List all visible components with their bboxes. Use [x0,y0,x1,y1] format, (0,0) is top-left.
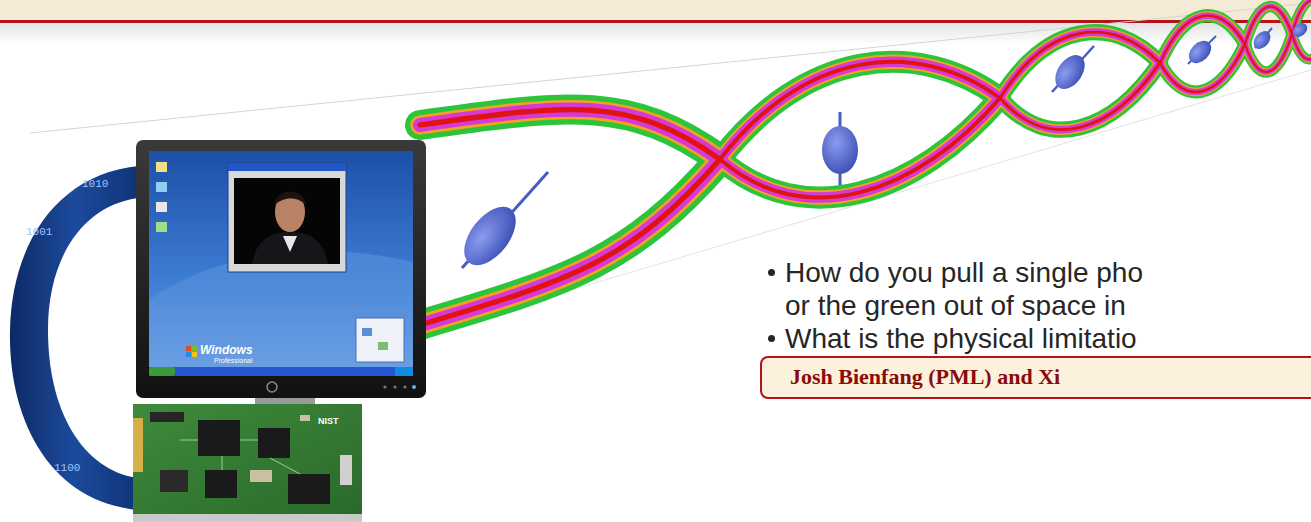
photon [822,126,858,174]
board-bracket [133,514,362,522]
binary-digits-holder: 1001 [26,226,52,238]
header-pins [150,412,184,422]
desktop-icon [156,222,167,232]
chip [205,470,237,498]
pcb [133,404,362,516]
monitor-button [393,385,396,388]
binary-digits: 1001 [26,226,52,238]
photon [1049,50,1090,95]
photon-group [454,20,1310,274]
binary-digits-holder: 1100 [54,462,80,474]
eye-trace [720,98,1000,198]
video-area [234,178,340,264]
binary-digits: 1010 [82,178,108,190]
chip [258,428,290,458]
eye-trace [420,159,720,325]
eye-trace [1000,32,1160,98]
board-connector [133,418,143,472]
bullet-dot [768,269,775,276]
video-suit [252,232,328,264]
bullet-question: What is the physical limitatio [785,322,1160,355]
eye-trace [420,159,720,325]
presenter-name: Josh Bienfang (PML) and Xi [790,364,1311,390]
eye-trace [420,159,720,325]
os-logo-text: Windows [200,343,253,357]
trace [180,440,300,474]
xp-flag [192,346,197,351]
eye-trace [420,159,720,325]
monitor-button [403,385,406,388]
board-logo: NIST [318,416,339,426]
component [250,470,272,482]
screen [149,151,413,376]
desktop-icon [156,202,167,212]
player-window [228,163,346,272]
chip [198,420,240,456]
presenter-box: Josh Bienfang (PML) and Xi [760,356,1311,399]
start-button [149,367,175,376]
header-band [0,0,1311,20]
power-light [412,385,416,389]
video-shirt [283,236,297,252]
tray [395,367,413,376]
window-icon [362,328,372,336]
photon [1290,20,1310,39]
os-logo-text-holder: Windows [200,343,253,357]
binary-digits: 1100 [54,462,80,474]
eye-trace [420,110,720,160]
photon [454,198,526,275]
component [340,455,352,485]
bullet-question-holder: How do you pull a single pho or the gree… [785,256,1160,322]
os-edition-text: Professional [214,357,253,365]
chip [160,470,188,492]
eye-trace [720,62,1000,160]
video-hair [274,192,306,206]
chip [288,474,330,504]
perspective-line [420,70,1311,335]
window-icon [378,342,388,350]
bullet-question: How do you pull a single pho or the gree… [785,256,1160,322]
circuit-board [133,404,362,522]
eye-diagram [420,1,1311,325]
video-face [275,192,305,232]
small-window [356,318,404,362]
eye-trace [420,110,720,160]
photon [1184,36,1215,67]
eye-trace [420,110,720,160]
eye-trace [420,110,720,160]
desktop-icon [156,162,167,172]
xp-flag [186,346,191,351]
bullet-dot [768,335,775,342]
board-logo-holder: NIST [318,416,339,426]
monitor-button [383,385,386,388]
data-ribbon [10,166,138,510]
component [300,415,310,421]
xp-flag [192,352,197,357]
monitor [136,140,426,410]
monitor-bezel [136,140,426,398]
binary-digits-holder: 1010 [82,178,108,190]
os-edition-text-holder: Professional [214,357,253,365]
taskbar [149,367,413,376]
bullet-question-holder: What is the physical limitatio [785,322,1160,355]
player-titlebar [228,163,346,171]
brand-logo [267,382,277,392]
desktop-icon [156,182,167,192]
photon [1250,28,1274,52]
perspective-line [30,3,1311,133]
xp-flag [186,352,191,357]
